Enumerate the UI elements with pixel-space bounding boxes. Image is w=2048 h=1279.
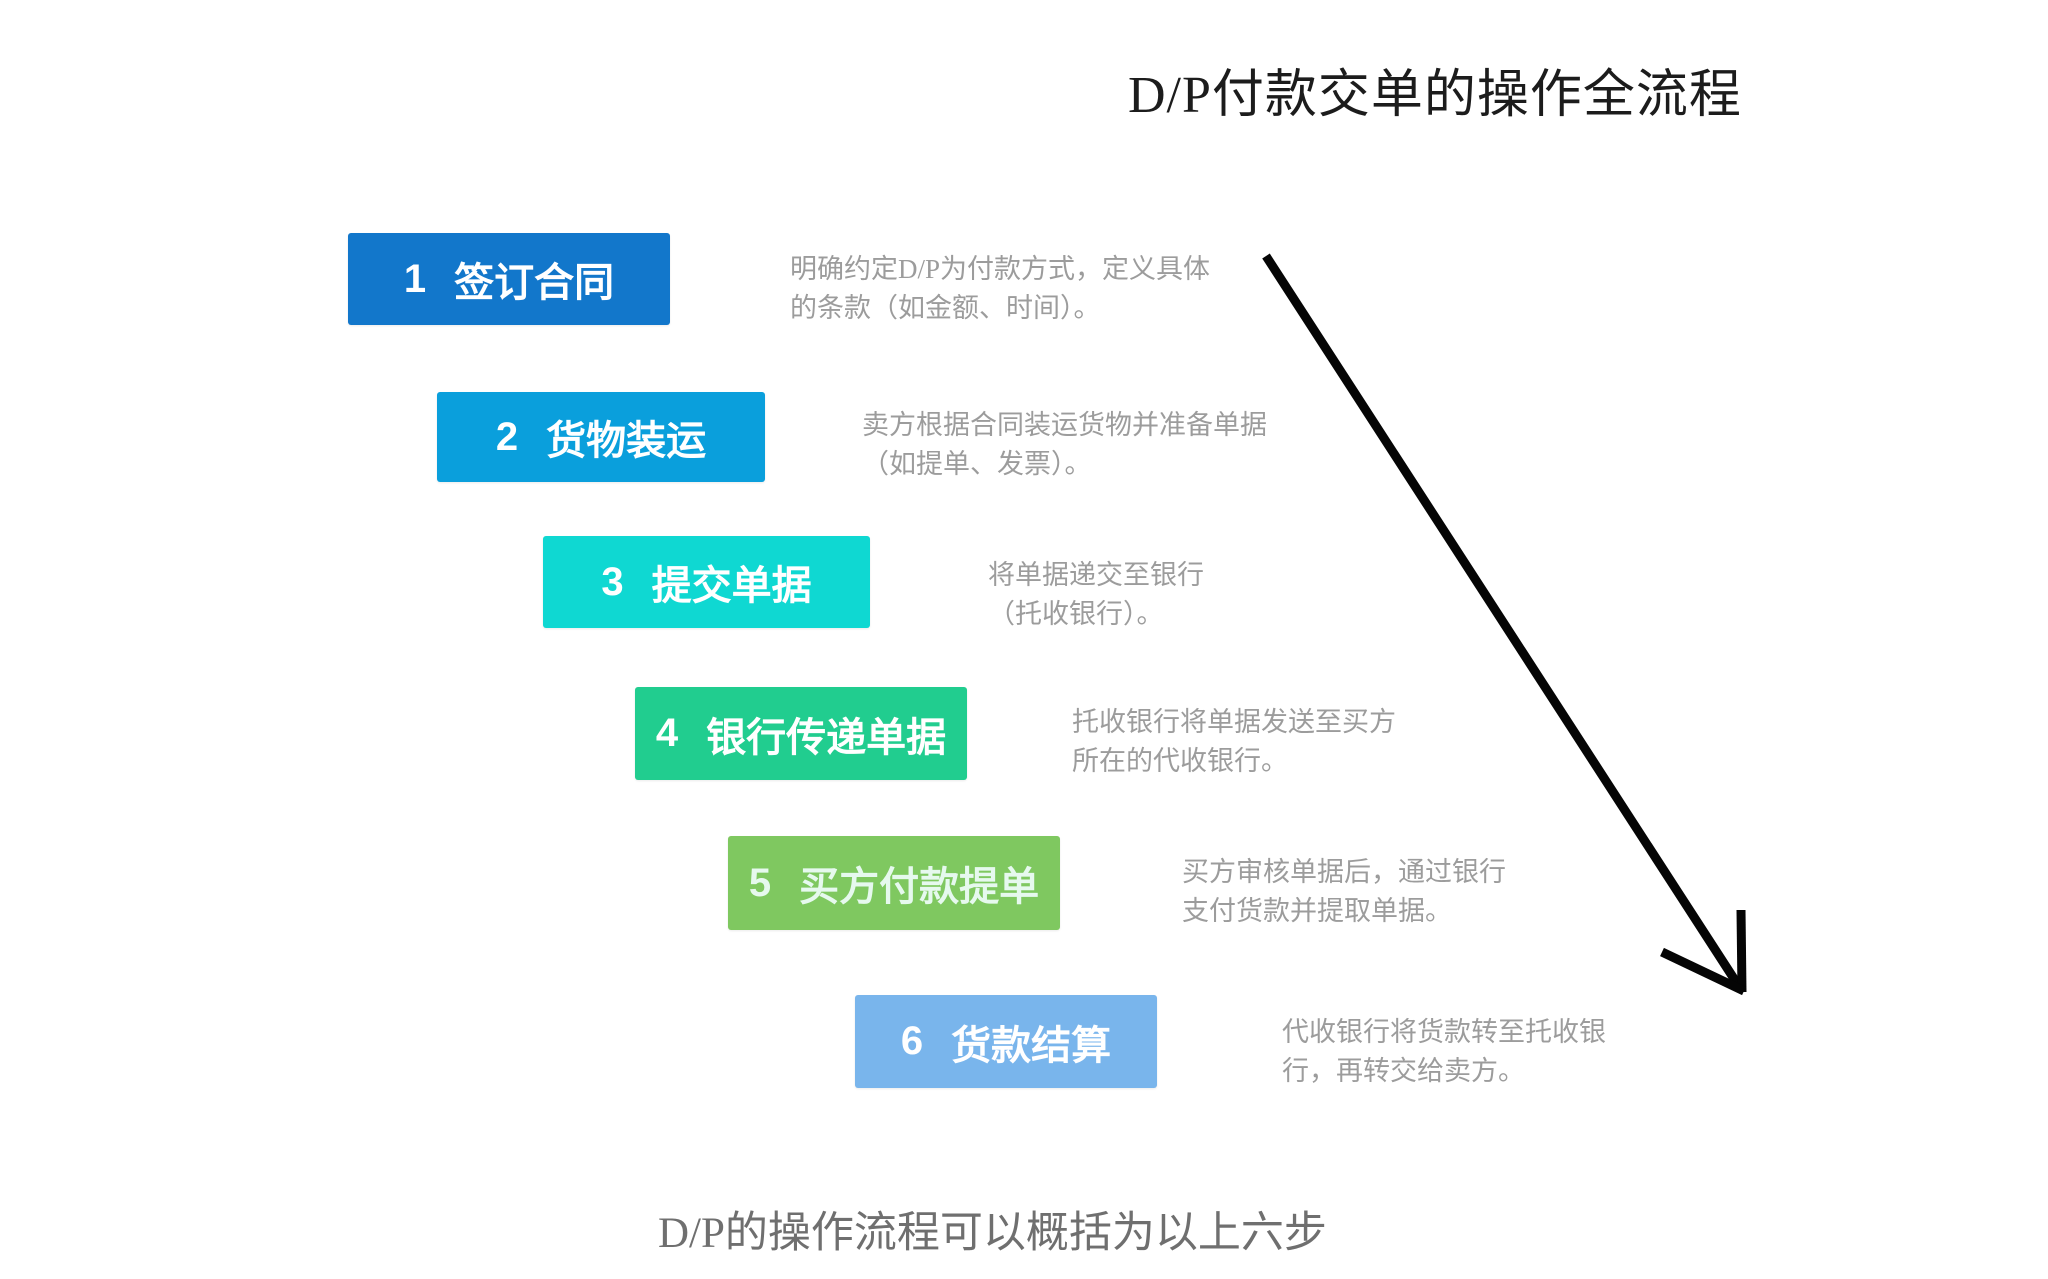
step-label: 货款结算 — [951, 1023, 1112, 1068]
page-title: D/P付款交单的操作全流程 — [1128, 67, 1742, 124]
step-number: 4 — [655, 711, 679, 755]
step-description-6: 代收银行将货款转至托收银 行，再转交给卖方。 — [1282, 1013, 1606, 1091]
step-label: 签订合同 — [454, 261, 615, 305]
footer-caption: D/P的操作流程可以概括为以上六步 — [658, 1210, 1327, 1257]
step-description-4: 托收银行将单据发送至买方 所在的代收银行。 — [1072, 703, 1396, 781]
step-box-6: 6 货款结算 — [855, 995, 1157, 1088]
step-label: 提交单据 — [651, 564, 812, 608]
step-number: 3 — [601, 559, 624, 604]
desc-line: （如提单、发票）。 — [862, 449, 1092, 479]
step-label: 银行传递单据 — [706, 715, 947, 760]
step-label: 买方付款提单 — [799, 865, 1040, 909]
step-description-2: 卖方根据合同装运货物并准备单据 （如提单、发票）。 — [862, 406, 1267, 484]
desc-line: 明确约定D/P为付款方式，定义具体 — [790, 254, 1211, 284]
desc-line: 行，再转交给卖方。 — [1282, 1056, 1525, 1086]
step-label: 货物装运 — [546, 419, 707, 463]
step-number: 2 — [495, 414, 519, 459]
step-box-4: 4 银行传递单据 — [635, 687, 967, 780]
step-description-3: 将单据递交至银行 （托收银行）。 — [988, 556, 1204, 634]
step-description-1: 明确约定D/P为付款方式，定义具体 的条款（如金额、时间）。 — [790, 250, 1210, 328]
step-box-1: 1 签订合同 — [348, 233, 670, 325]
desc-line: 的条款（如金额、时间）。 — [790, 293, 1101, 323]
step-description-5: 买方审核单据后，通过银行 支付货款并提取单据。 — [1182, 853, 1506, 931]
step-number: 5 — [748, 860, 772, 905]
desc-line: 所在的代收银行。 — [1072, 746, 1288, 776]
desc-line: 代收银行将货款转至托收银 — [1282, 1017, 1606, 1047]
desc-line: 托收银行将单据发送至买方 — [1072, 707, 1396, 737]
desc-line: 将单据递交至银行 — [988, 560, 1204, 590]
desc-line: 卖方根据合同装运货物并准备单据 — [862, 410, 1267, 440]
step-number: 6 — [900, 1019, 924, 1063]
step-box-3: 3 提交单据 — [543, 536, 870, 628]
desc-line: 支付货款并提取单据。 — [1182, 896, 1452, 926]
step-box-5: 5 买方付款提单 — [728, 836, 1060, 930]
desc-line: 买方审核单据后，通过银行 — [1182, 857, 1506, 887]
desc-line: （托收银行）。 — [988, 599, 1164, 629]
step-box-2: 2 货物装运 — [437, 392, 765, 482]
step-number: 1 — [403, 256, 427, 301]
